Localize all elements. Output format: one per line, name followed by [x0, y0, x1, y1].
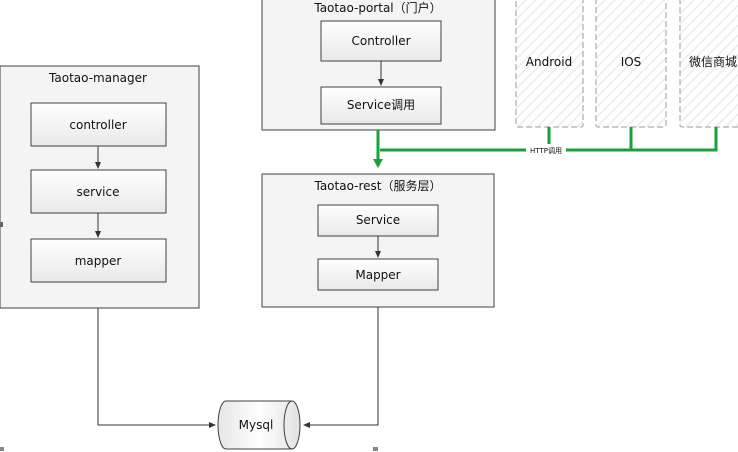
client-wechat: 微信商城 — [689, 54, 737, 69]
manager-container: Taotao-manager controller service mapper — [0, 65, 200, 309]
rest-container: Taotao-rest（服务层） Service Mapper — [261, 173, 495, 308]
portal-controller-box: Controller — [351, 34, 410, 48]
mysql-database: Mysql — [217, 400, 301, 450]
client-ios: IOS — [621, 55, 642, 69]
handle-bottom-left — [0, 447, 4, 451]
manager-service-box: service — [77, 185, 120, 199]
portal-container: Taotao-portal（门户） Controller Service调用 — [261, 0, 496, 131]
rest-mapper-box: Mapper — [355, 268, 400, 282]
http-label: HTTP调用 — [530, 146, 562, 155]
handle-left — [0, 222, 3, 227]
clients-group: Android IOS 微信商城 — [515, 0, 738, 128]
rest-service-box: Service — [356, 213, 400, 227]
mysql-label: Mysql — [239, 418, 274, 432]
manager-title: Taotao-manager — [48, 71, 147, 85]
rest-to-mysql — [303, 307, 379, 428]
manager-controller-box: controller — [69, 118, 126, 132]
portal-title: Taotao-portal（门户） — [313, 0, 441, 15]
rest-title: Taotao-rest（服务层） — [313, 178, 441, 193]
manager-to-mysql — [97, 308, 216, 428]
http-connector: HTTP调用 — [373, 127, 718, 168]
client-android: Android — [526, 55, 572, 69]
portal-service-box: Service调用 — [347, 98, 415, 112]
manager-mapper-box: mapper — [75, 254, 122, 268]
handle-bottom-mid — [373, 447, 378, 451]
